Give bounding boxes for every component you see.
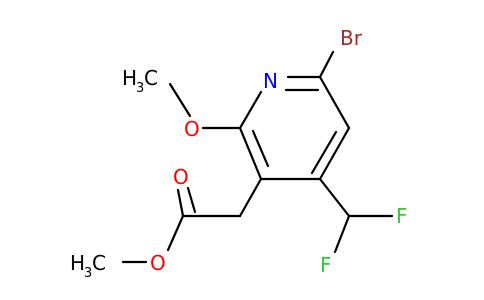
bromine-label: Br [340,26,363,50]
methoxy-methyl-label: H 3 C [122,66,158,96]
bond-chf2-f2 [333,214,351,254]
methoxy-oxygen-label: O [184,117,200,141]
bond-c6-c5 [318,75,351,130]
bond-c6-br [318,50,335,79]
bond-c5-c4 [318,126,351,181]
ester-methyl-c: C [92,251,106,275]
methoxy-methyl-subscript: 3 [136,81,144,96]
ester-methyl-subscript: 3 [84,266,92,281]
bond-carbonyl-oester [166,214,185,252]
bond-c3-c2 [238,126,263,181]
methoxy-methyl-c: C [144,66,158,90]
ester-methyl-label: H 3 C [70,251,106,281]
methoxy-methyl-h: H [122,66,137,90]
ester-oxygen-label: O [150,251,166,275]
nitrogen-label: N [263,69,278,93]
carbonyl-oxygen-label: O [173,165,189,189]
pyridine-ring [238,75,351,181]
bond-o-ch3 [168,82,192,118]
bond-carbonyl-o-double-b [186,186,197,214]
bond-c5-c4-inner [310,130,338,175]
bond-c3-c2-inner [251,129,270,168]
bond-carbonyl-o-double-a [176,188,185,218]
fluorine-2-label: F [320,253,332,277]
bond-c2-n [238,90,263,130]
bond-c4-chf2 [318,177,351,218]
bond-c3-ch2 [238,177,263,218]
ester-methyl-h: H [70,251,85,275]
substituent-bonds [121,50,394,264]
fluorine-1-label: F [396,204,408,228]
